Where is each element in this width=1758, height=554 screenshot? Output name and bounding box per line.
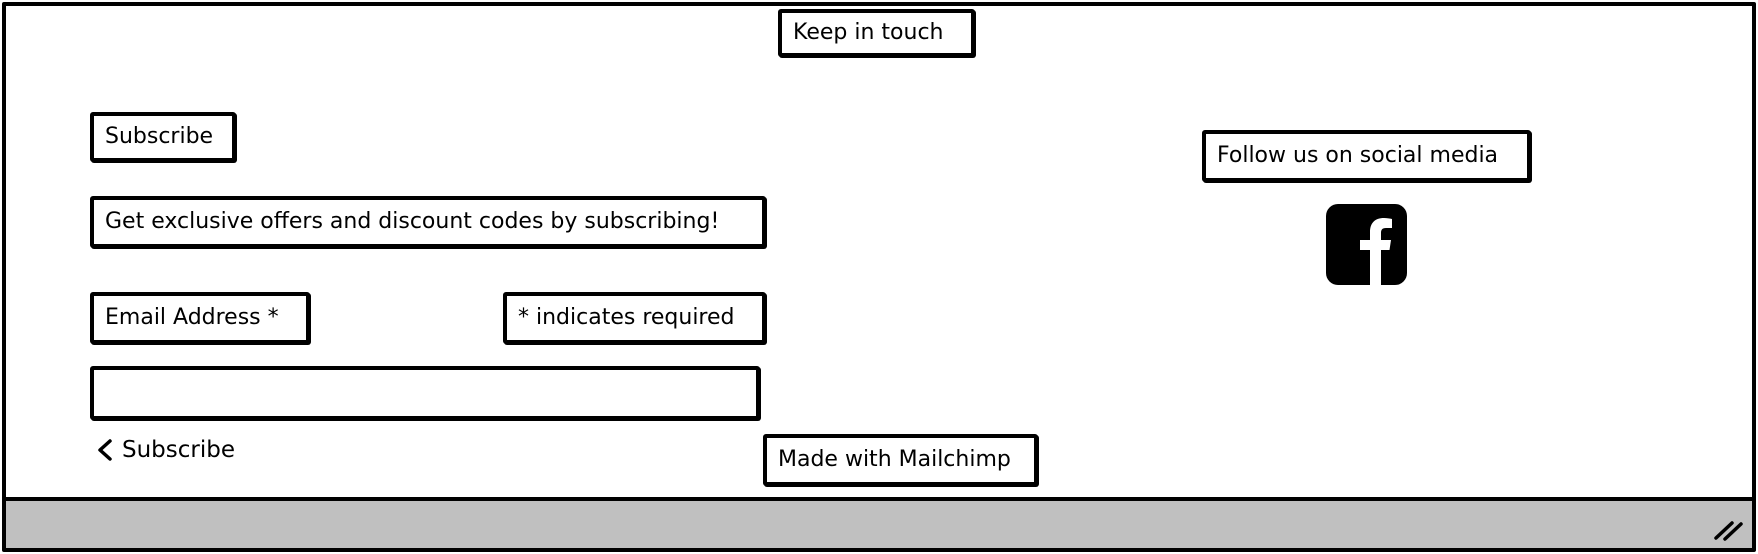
follow-us-heading: Follow us on social media [1202, 130, 1531, 182]
subscribe-heading: Subscribe [90, 112, 236, 162]
made-with-mailchimp-link[interactable]: Made with Mailchimp [763, 434, 1038, 486]
status-bar [6, 497, 1752, 548]
required-note: * indicates required [503, 292, 766, 344]
chevron-left-icon [98, 439, 112, 461]
subscribe-description: Get exclusive offers and discount codes … [90, 196, 766, 248]
resize-grip-icon[interactable] [1712, 514, 1744, 542]
subscribe-button-label: Subscribe [122, 437, 236, 463]
subscribe-button[interactable]: Subscribe [96, 430, 235, 470]
email-input[interactable] [90, 366, 760, 420]
facebook-icon[interactable] [1325, 203, 1408, 286]
email-address-label: Email Address * [90, 292, 310, 344]
keep-in-touch-heading: Keep in touch [778, 9, 975, 57]
